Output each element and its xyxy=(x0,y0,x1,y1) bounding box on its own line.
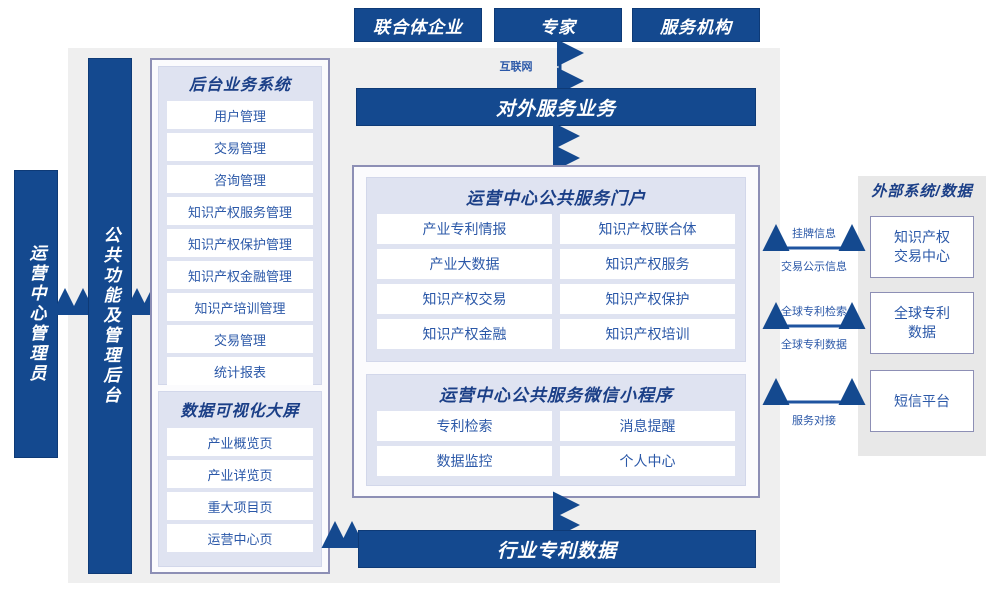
portal-item[interactable]: 产业专利情报 xyxy=(377,214,552,244)
actor-label: 专家 xyxy=(540,17,576,37)
list-item[interactable]: 产业详览页 xyxy=(167,460,313,488)
list-item[interactable]: 用户管理 xyxy=(167,101,313,129)
external-arrow-label-below: 服务对接 xyxy=(792,415,836,427)
wechat-miniprogram-title: 运营中心公共服务微信小程序 xyxy=(439,386,673,405)
external-arrow-ip-exchange xyxy=(762,224,866,251)
industry-patent-data-bar[interactable]: 行业专利数据 xyxy=(358,530,756,568)
external-systems-title: 外部系统/数据 xyxy=(871,183,973,200)
list-item[interactable]: 知识产权服务管理 xyxy=(167,197,313,225)
internet-arrow xyxy=(557,39,584,95)
list-item[interactable]: 知识产培训管理 xyxy=(167,293,313,321)
miniprogram-item[interactable]: 专利检索 xyxy=(377,411,552,441)
actor-box-expert[interactable]: 专家 xyxy=(494,8,622,42)
list-item[interactable]: 产业概览页 xyxy=(167,428,313,456)
wechat-miniprogram-grid: 专利检索 消息提醒 数据监控 个人中心 xyxy=(377,411,735,476)
public-service-portal-group: 运营中心公共服务门户 产业专利情报 知识产权联合体 产业大数据 知识产权服务 知… xyxy=(366,177,746,362)
miniprogram-item[interactable]: 消息提醒 xyxy=(560,411,735,441)
backend-business-system-group: 后台业务系统 用户管理 交易管理 咨询管理 知识产权服务管理 知识产权保护管理 … xyxy=(158,66,322,385)
service-to-portal-arrow xyxy=(553,122,580,172)
external-arrow-label-below: 交易公示信息 xyxy=(781,261,847,273)
list-item[interactable]: 统计报表 xyxy=(167,357,313,385)
backend-business-system-title: 后台业务系统 xyxy=(188,77,291,94)
portal-item[interactable]: 知识产权保护 xyxy=(560,284,735,314)
actor-label: 服务机构 xyxy=(660,17,732,37)
miniprogram-item[interactable]: 个人中心 xyxy=(560,446,735,476)
list-item[interactable]: 运营中心页 xyxy=(167,524,313,552)
internet-arrow-label: 互联网 xyxy=(499,61,533,73)
industry-patent-data-label: 行业专利数据 xyxy=(496,540,617,562)
external-system-ip-exchange[interactable]: 知识产权 交易中心 xyxy=(870,216,974,278)
center-to-industry-data-arrow xyxy=(553,491,580,539)
list-item[interactable]: 重大项目页 xyxy=(167,492,313,520)
list-item[interactable]: 交易管理 xyxy=(167,325,313,353)
external-arrow-label-above: 挂牌信息 xyxy=(792,228,836,240)
actor-label: 联合体企业 xyxy=(373,17,463,37)
list-item[interactable]: 交易管理 xyxy=(167,133,313,161)
list-item[interactable]: 知识产权金融管理 xyxy=(167,261,313,289)
data-visualization-list: 产业概览页 产业详览页 重大项目页 运营中心页 xyxy=(167,428,313,552)
external-service-label: 对外服务业务 xyxy=(495,98,616,120)
portal-item[interactable]: 知识产权联合体 xyxy=(560,214,735,244)
common-functions-backend-rail[interactable]: 公共功能及管理后台 xyxy=(88,58,132,574)
public-service-portal-title: 运营中心公共服务门户 xyxy=(466,189,646,208)
common-to-backend-arrow xyxy=(123,288,166,315)
miniprogram-item[interactable]: 数据监控 xyxy=(377,446,552,476)
portal-item[interactable]: 产业大数据 xyxy=(377,249,552,279)
actor-box-service-org[interactable]: 服务机构 xyxy=(632,8,760,42)
external-arrow-label-above: 全球专利检索 xyxy=(781,306,847,318)
external-arrow-sms xyxy=(762,378,866,405)
actor-box-consortium[interactable]: 联合体企业 xyxy=(354,8,482,42)
external-arrow-global-patent xyxy=(762,302,866,329)
backend-business-system-list: 用户管理 交易管理 咨询管理 知识产权服务管理 知识产权保护管理 知识产权金融管… xyxy=(167,101,313,385)
public-service-portal-grid: 产业专利情报 知识产权联合体 产业大数据 知识产权服务 知识产权交易 知识产权保… xyxy=(377,214,735,349)
list-item[interactable]: 知识产权保护管理 xyxy=(167,229,313,257)
admin-to-common-arrow xyxy=(51,288,97,315)
data-visualization-group: 数据可视化大屏 产业概览页 产业详览页 重大项目页 运营中心页 xyxy=(158,391,322,567)
external-system-sms-platform[interactable]: 短信平台 xyxy=(870,370,974,432)
data-visualization-title: 数据可视化大屏 xyxy=(180,403,300,420)
external-arrow-label-below: 全球专利数据 xyxy=(781,339,847,351)
role-operations-admin[interactable]: 运营中心管理员 xyxy=(14,170,58,458)
backend-to-industry-data-arrow xyxy=(321,521,366,548)
portal-item[interactable]: 知识产权服务 xyxy=(560,249,735,279)
wechat-miniprogram-group: 运营中心公共服务微信小程序 专利检索 消息提醒 数据监控 个人中心 xyxy=(366,374,746,486)
role-operations-admin-label: 运营中心管理员 xyxy=(26,244,46,384)
portal-item[interactable]: 知识产权金融 xyxy=(377,319,552,349)
portal-item[interactable]: 知识产权交易 xyxy=(377,284,552,314)
portal-item[interactable]: 知识产权培训 xyxy=(560,319,735,349)
external-service-bar[interactable]: 对外服务业务 xyxy=(356,88,756,126)
common-functions-backend-label: 公共功能及管理后台 xyxy=(100,226,120,406)
external-system-global-patent-data[interactable]: 全球专利 数据 xyxy=(870,292,974,354)
list-item[interactable]: 咨询管理 xyxy=(167,165,313,193)
